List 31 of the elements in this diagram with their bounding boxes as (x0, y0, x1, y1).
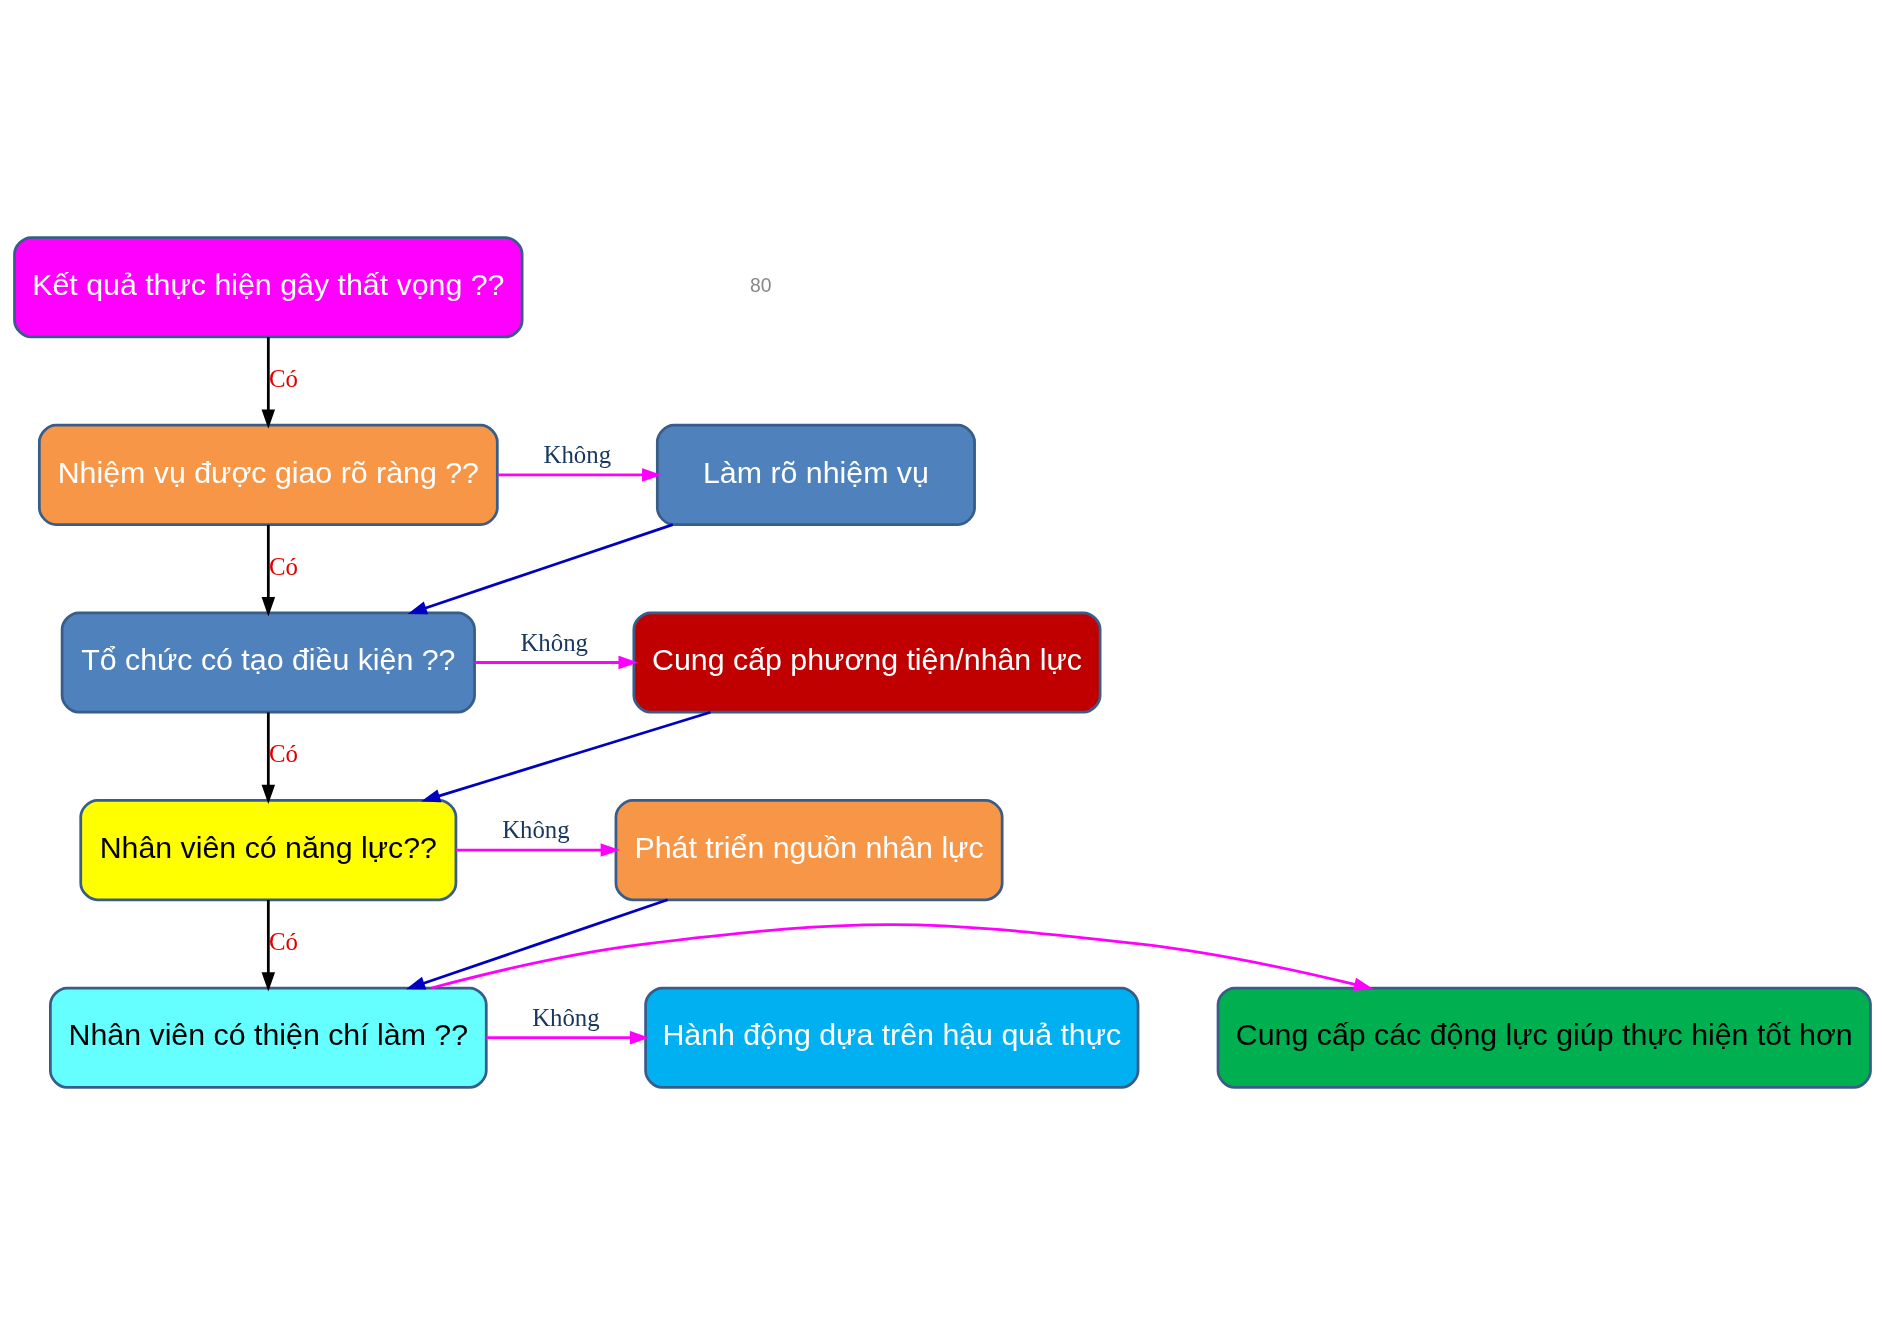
node-box: Kết quả thực hiện gây thất vọng ?? (12, 236, 523, 339)
node-box: Cung cấp phương tiện/nhân lực (632, 611, 1101, 714)
node-box: Tổ chức có tạo điều kiện ?? (60, 611, 476, 714)
arrow (405, 898, 668, 990)
node-box: Nhân viên có thiện chí làm ?? (48, 986, 488, 1089)
arrow (430, 923, 1373, 991)
arrow (474, 655, 638, 670)
label: 80 (749, 275, 771, 297)
arrow (261, 337, 275, 429)
node-box: Nhân viên có năng lực?? (78, 799, 457, 902)
arrow (261, 712, 275, 804)
arrow (485, 1030, 649, 1045)
edge-label: Có (268, 927, 298, 955)
arrow (407, 523, 673, 615)
arrow (261, 524, 275, 617)
node-box: Hành động dựa trên hậu quả thực (643, 986, 1139, 1089)
edge-label: Có (268, 740, 298, 768)
edge-label: Không (519, 628, 588, 656)
node-box: Nhiệm vụ được giao rõ ràng ?? (37, 423, 499, 526)
node-box: Cung cấp các động lực giúp thực hiện tốt hơn (1216, 986, 1872, 1089)
node-box: Làm rõ nhiệm vụ (655, 423, 976, 526)
edge-label: Có (268, 552, 298, 580)
arrow (455, 843, 620, 857)
arrow (261, 900, 275, 992)
edge-label: Không (531, 1003, 600, 1031)
arrow (496, 468, 661, 482)
edge-label: Không (543, 441, 611, 469)
edge-label: Không (501, 816, 570, 844)
edge-label: Có (268, 365, 298, 393)
arrow (420, 710, 711, 803)
node-box: Phát triển nguồn nhân lực (614, 799, 1004, 902)
